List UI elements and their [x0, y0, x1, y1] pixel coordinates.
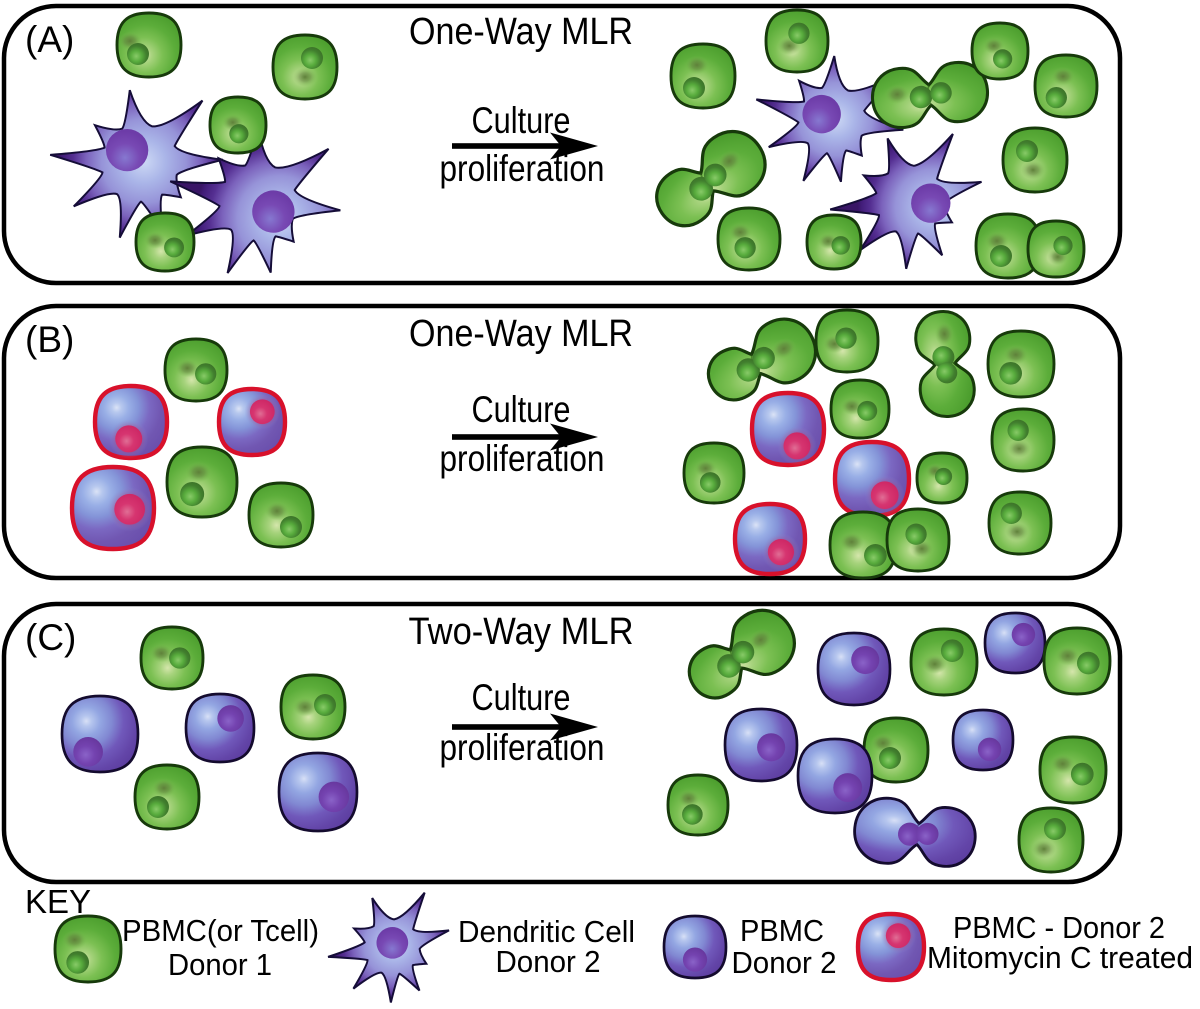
svg-text:proliferation: proliferation: [440, 727, 605, 768]
svg-text:KEY: KEY: [25, 883, 91, 920]
svg-text:Donor 2: Donor 2: [732, 945, 837, 980]
svg-text:Culture: Culture: [472, 389, 571, 430]
svg-text:(A): (A): [25, 19, 74, 60]
svg-text:(C): (C): [25, 617, 76, 658]
svg-text:Culture: Culture: [472, 677, 571, 718]
svg-text:(B): (B): [25, 319, 74, 360]
svg-text:Two-Way MLR: Two-Way MLR: [409, 611, 634, 653]
svg-text:One-Way MLR: One-Way MLR: [409, 313, 633, 355]
svg-text:Donor 2: Donor 2: [496, 944, 601, 979]
svg-text:Mitomycin C treated: Mitomycin C treated: [927, 940, 1193, 975]
svg-text:Dendritic Cell: Dendritic Cell: [458, 914, 635, 949]
svg-text:proliferation: proliferation: [440, 148, 605, 189]
svg-text:PBMC - Donor 2: PBMC - Donor 2: [953, 910, 1165, 945]
svg-text:One-Way MLR: One-Way MLR: [409, 11, 633, 53]
svg-text:Donor 1: Donor 1: [168, 947, 272, 982]
svg-text:PBMC: PBMC: [740, 913, 824, 948]
svg-text:PBMC(or Tcell): PBMC(or Tcell): [122, 913, 319, 948]
svg-text:proliferation: proliferation: [440, 438, 605, 479]
